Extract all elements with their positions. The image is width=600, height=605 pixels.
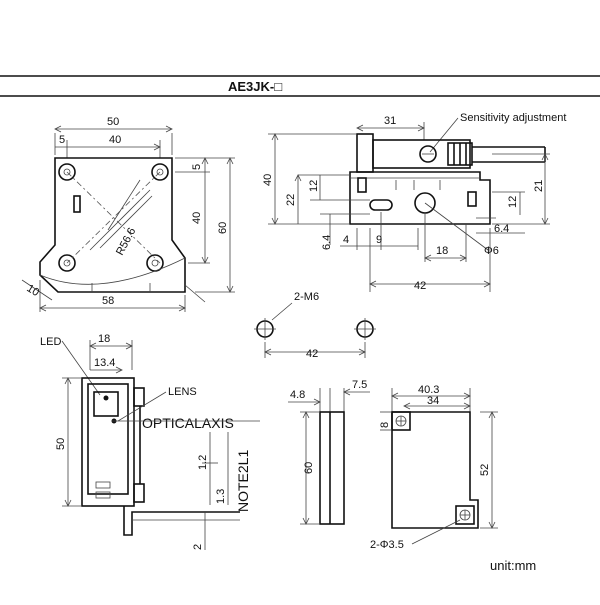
- dim-lens-1-3: 1.3: [215, 489, 227, 504]
- dim-bracket-h-8: 8: [379, 422, 391, 428]
- front-view: 50 5 40 R56.6: [21, 116, 235, 312]
- bracket-front-view: 40.3 34 8 52 2-Φ3.5: [370, 384, 498, 551]
- dim-lens-w-13-4: 13.4: [94, 357, 115, 369]
- optical-axis-label: OPTICALAXIS: [142, 415, 234, 431]
- dim-hole-spacing: 40: [109, 134, 121, 146]
- dim-r-21: 21: [533, 180, 545, 192]
- dim-offset-left: 5: [59, 134, 65, 146]
- dim-w-4: 4: [343, 234, 349, 246]
- dim-top-31: 31: [384, 115, 396, 127]
- note-label: NOTE2L1: [235, 450, 251, 512]
- dim-lens-1-2: 1.2: [197, 455, 209, 470]
- dim-lens-2: 2: [192, 544, 204, 550]
- dim-bracket-7-5: 7.5: [352, 379, 367, 391]
- dim-h-40: 40: [262, 174, 274, 186]
- dim-r-12: 12: [507, 196, 519, 208]
- dim-w-42: 42: [414, 280, 426, 292]
- unit-label: unit:mm: [490, 558, 536, 573]
- led-label: LED: [40, 336, 61, 348]
- lens-view: LED 18 13.4 LENS OPTICALAXIS NOTE2L1: [40, 333, 260, 550]
- dim-phi-6: Φ6: [484, 245, 499, 257]
- dim-h-12: 12: [308, 180, 320, 192]
- dim-bottom-10: 10: [24, 282, 41, 299]
- bracket-side-view: 4.8 7.5 60: [288, 379, 370, 525]
- dim-lens-w-18: 18: [98, 333, 110, 345]
- side-view: Sensitivity adjustment 31: [262, 112, 566, 292]
- dim-bottom-58: 58: [102, 295, 114, 307]
- title-bar: AE3JK-□: [0, 75, 600, 97]
- dim-lens-h-50: 50: [55, 438, 67, 450]
- model-title: AE3JK-□: [228, 79, 282, 94]
- dim-w-9: 9: [376, 234, 382, 246]
- lens-label: LENS: [168, 386, 197, 398]
- dim-h-22: 22: [285, 194, 297, 206]
- sensitivity-label: Sensitivity adjustment: [460, 112, 566, 124]
- dim-width-top: 50: [107, 116, 119, 128]
- dim-holes-42: 42: [306, 348, 318, 360]
- dim-h-6-4-left: 6.4: [321, 235, 333, 250]
- holes-label: 2-M6: [294, 291, 319, 303]
- dim-right-5: 5: [191, 164, 203, 170]
- dim-right-40: 40: [191, 212, 203, 224]
- dim-bracket-h-60: 60: [303, 462, 315, 474]
- dim-bracket-4-8: 4.8: [290, 389, 305, 401]
- dim-w-18: 18: [436, 245, 448, 257]
- dim-r-6-4: 6.4: [494, 223, 509, 235]
- mounting-holes-view: 2-M6 42: [254, 291, 376, 360]
- dim-bracket-h-52: 52: [479, 464, 491, 476]
- bracket-hole-label: 2-Φ3.5: [370, 539, 404, 551]
- dim-bracket-w-40-3: 40.3: [418, 384, 439, 396]
- dim-bracket-w-34: 34: [427, 395, 439, 407]
- dim-height-60: 60: [217, 222, 229, 234]
